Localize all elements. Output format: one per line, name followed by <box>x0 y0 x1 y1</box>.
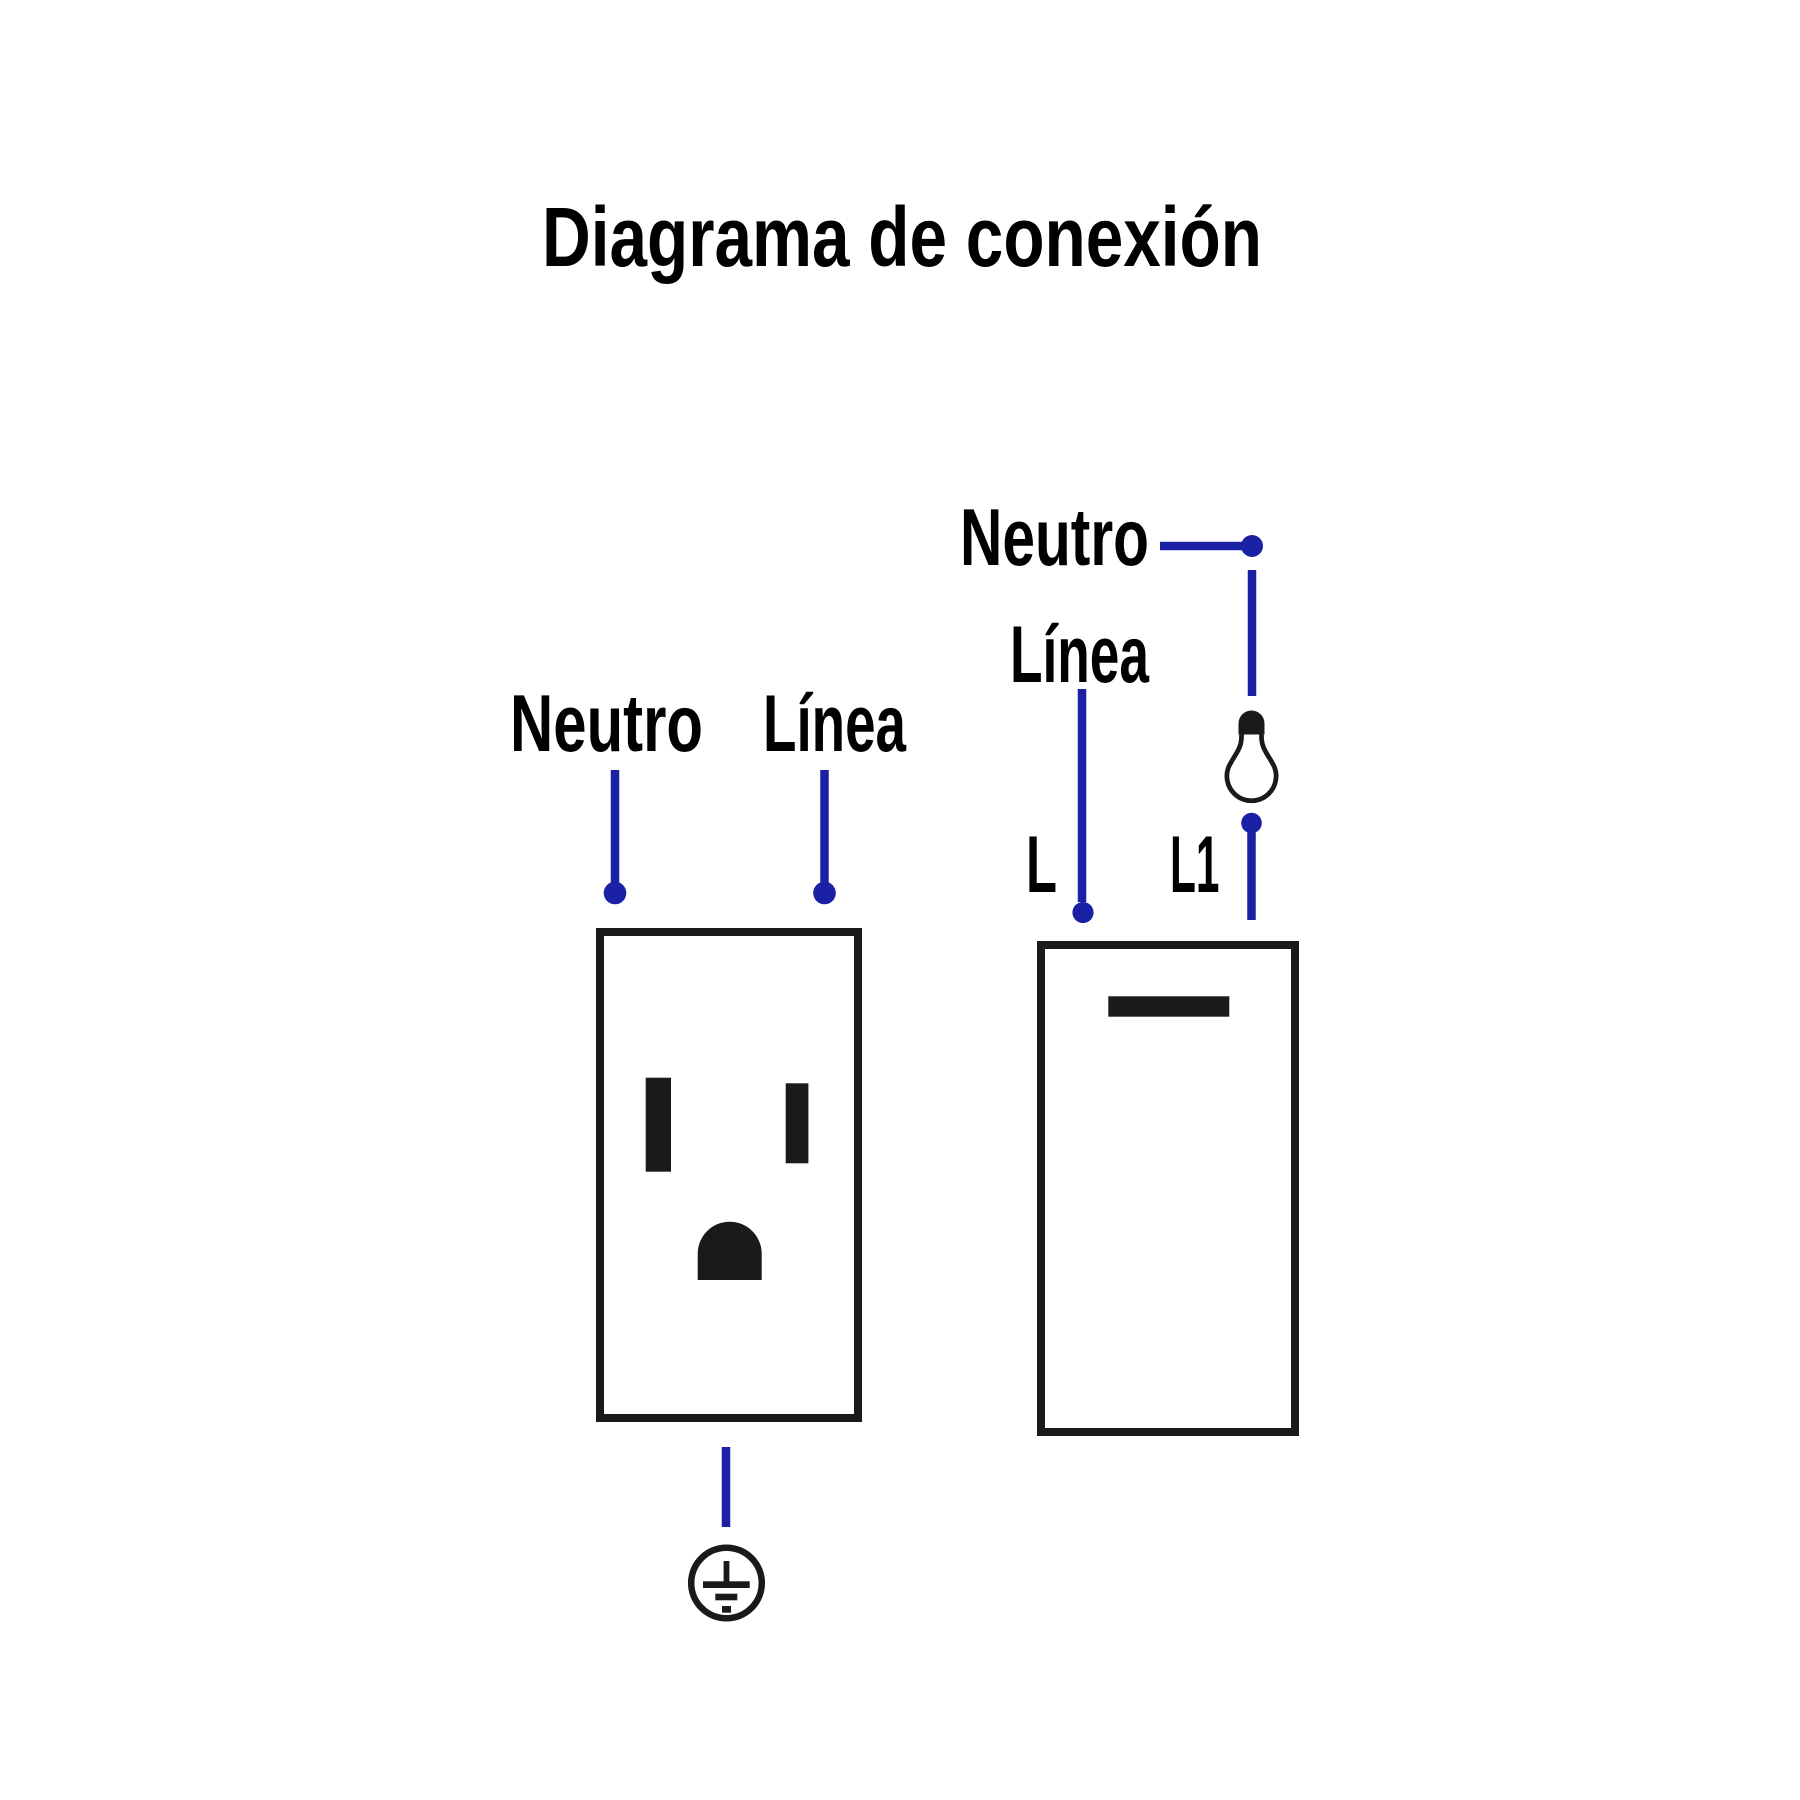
svg-text:L: L <box>1026 820 1057 910</box>
svg-text:Diagrama de conexión: Diagrama de conexión <box>542 190 1262 284</box>
svg-text:L1: L1 <box>1170 820 1220 910</box>
svg-text:Neutro: Neutro <box>960 493 1149 583</box>
svg-text:Línea: Línea <box>1010 610 1150 700</box>
svg-text:Neutro: Neutro <box>510 679 703 769</box>
svg-text:Línea: Línea <box>763 679 907 769</box>
